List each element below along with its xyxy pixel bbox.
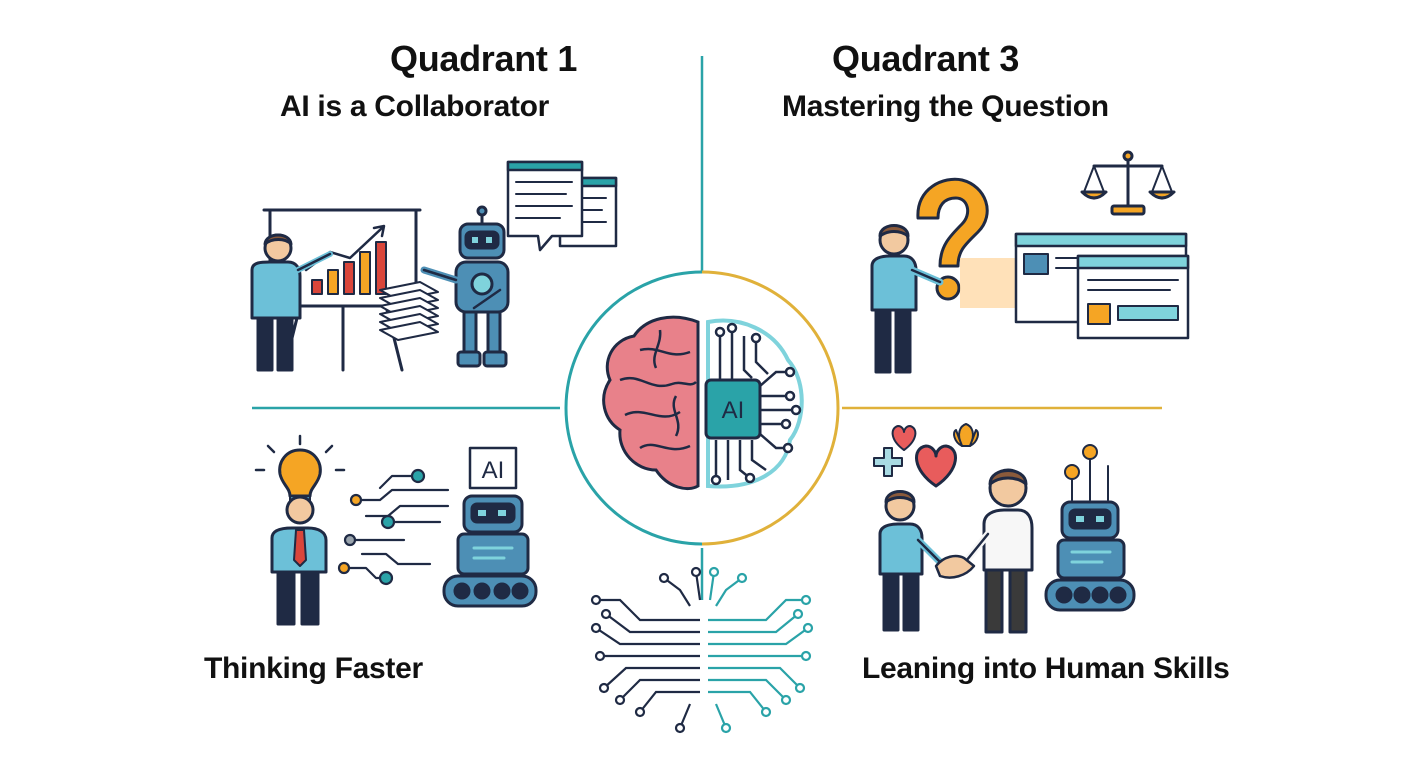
center-ring: [564, 270, 840, 546]
person-shaking-hands-left: [878, 490, 948, 632]
robot-assistant-icon: [442, 494, 538, 608]
ai-badge-label: AI: [482, 457, 505, 484]
data-connection-icon: [337, 468, 450, 586]
thinking-person-icon: [270, 495, 328, 626]
quadrant-dividers: [252, 56, 1162, 600]
quadrant-2-subtitle: Thinking Faster: [204, 652, 423, 685]
balance-scale-icon: [1080, 150, 1176, 216]
circuit-brain-icon: [704, 318, 804, 489]
browser-window-icon: [1014, 232, 1190, 340]
handshake-icon: [934, 554, 976, 579]
quadrant-3-title: Quadrant 3: [832, 38, 1020, 79]
robot-collaborator-icon: [420, 205, 510, 368]
lightbulb-icon: [254, 434, 346, 505]
q2-illustration: [254, 434, 538, 626]
circuit-roots-icon: [590, 566, 814, 734]
ai-badge: [468, 446, 518, 490]
presenter-person-icon: [250, 233, 333, 372]
questioner-person-icon: [870, 224, 944, 374]
highlight-glow: [960, 258, 1020, 308]
signal-dots-icon: [1064, 444, 1109, 501]
quadrant-1-title: Quadrant 1: [390, 38, 578, 79]
brain-icon: [602, 315, 700, 491]
q1-illustration: [250, 160, 618, 372]
paper-stack-icon: [379, 281, 439, 341]
quadrant-4-subtitle: Leaning into Human Skills: [862, 652, 1230, 685]
ai-chip-label: AI: [722, 397, 745, 424]
plus-icon: [873, 447, 903, 477]
robot-helper-icon: [1044, 500, 1136, 612]
person-shaking-hands-right: [958, 468, 1034, 634]
quadrant-1-subtitle: AI is a Collaborator: [280, 90, 550, 123]
ai-chip: [704, 378, 762, 440]
quadrant-3-subtitle: Mastering the Question: [782, 90, 1109, 123]
chat-bubble-icon: [506, 160, 618, 252]
q4-illustration: [873, 423, 1136, 634]
heart-pulse-icon: [891, 425, 917, 451]
heart-icon: [915, 444, 957, 488]
q3-illustration: [870, 150, 1190, 374]
lotus-icon: [953, 423, 979, 447]
